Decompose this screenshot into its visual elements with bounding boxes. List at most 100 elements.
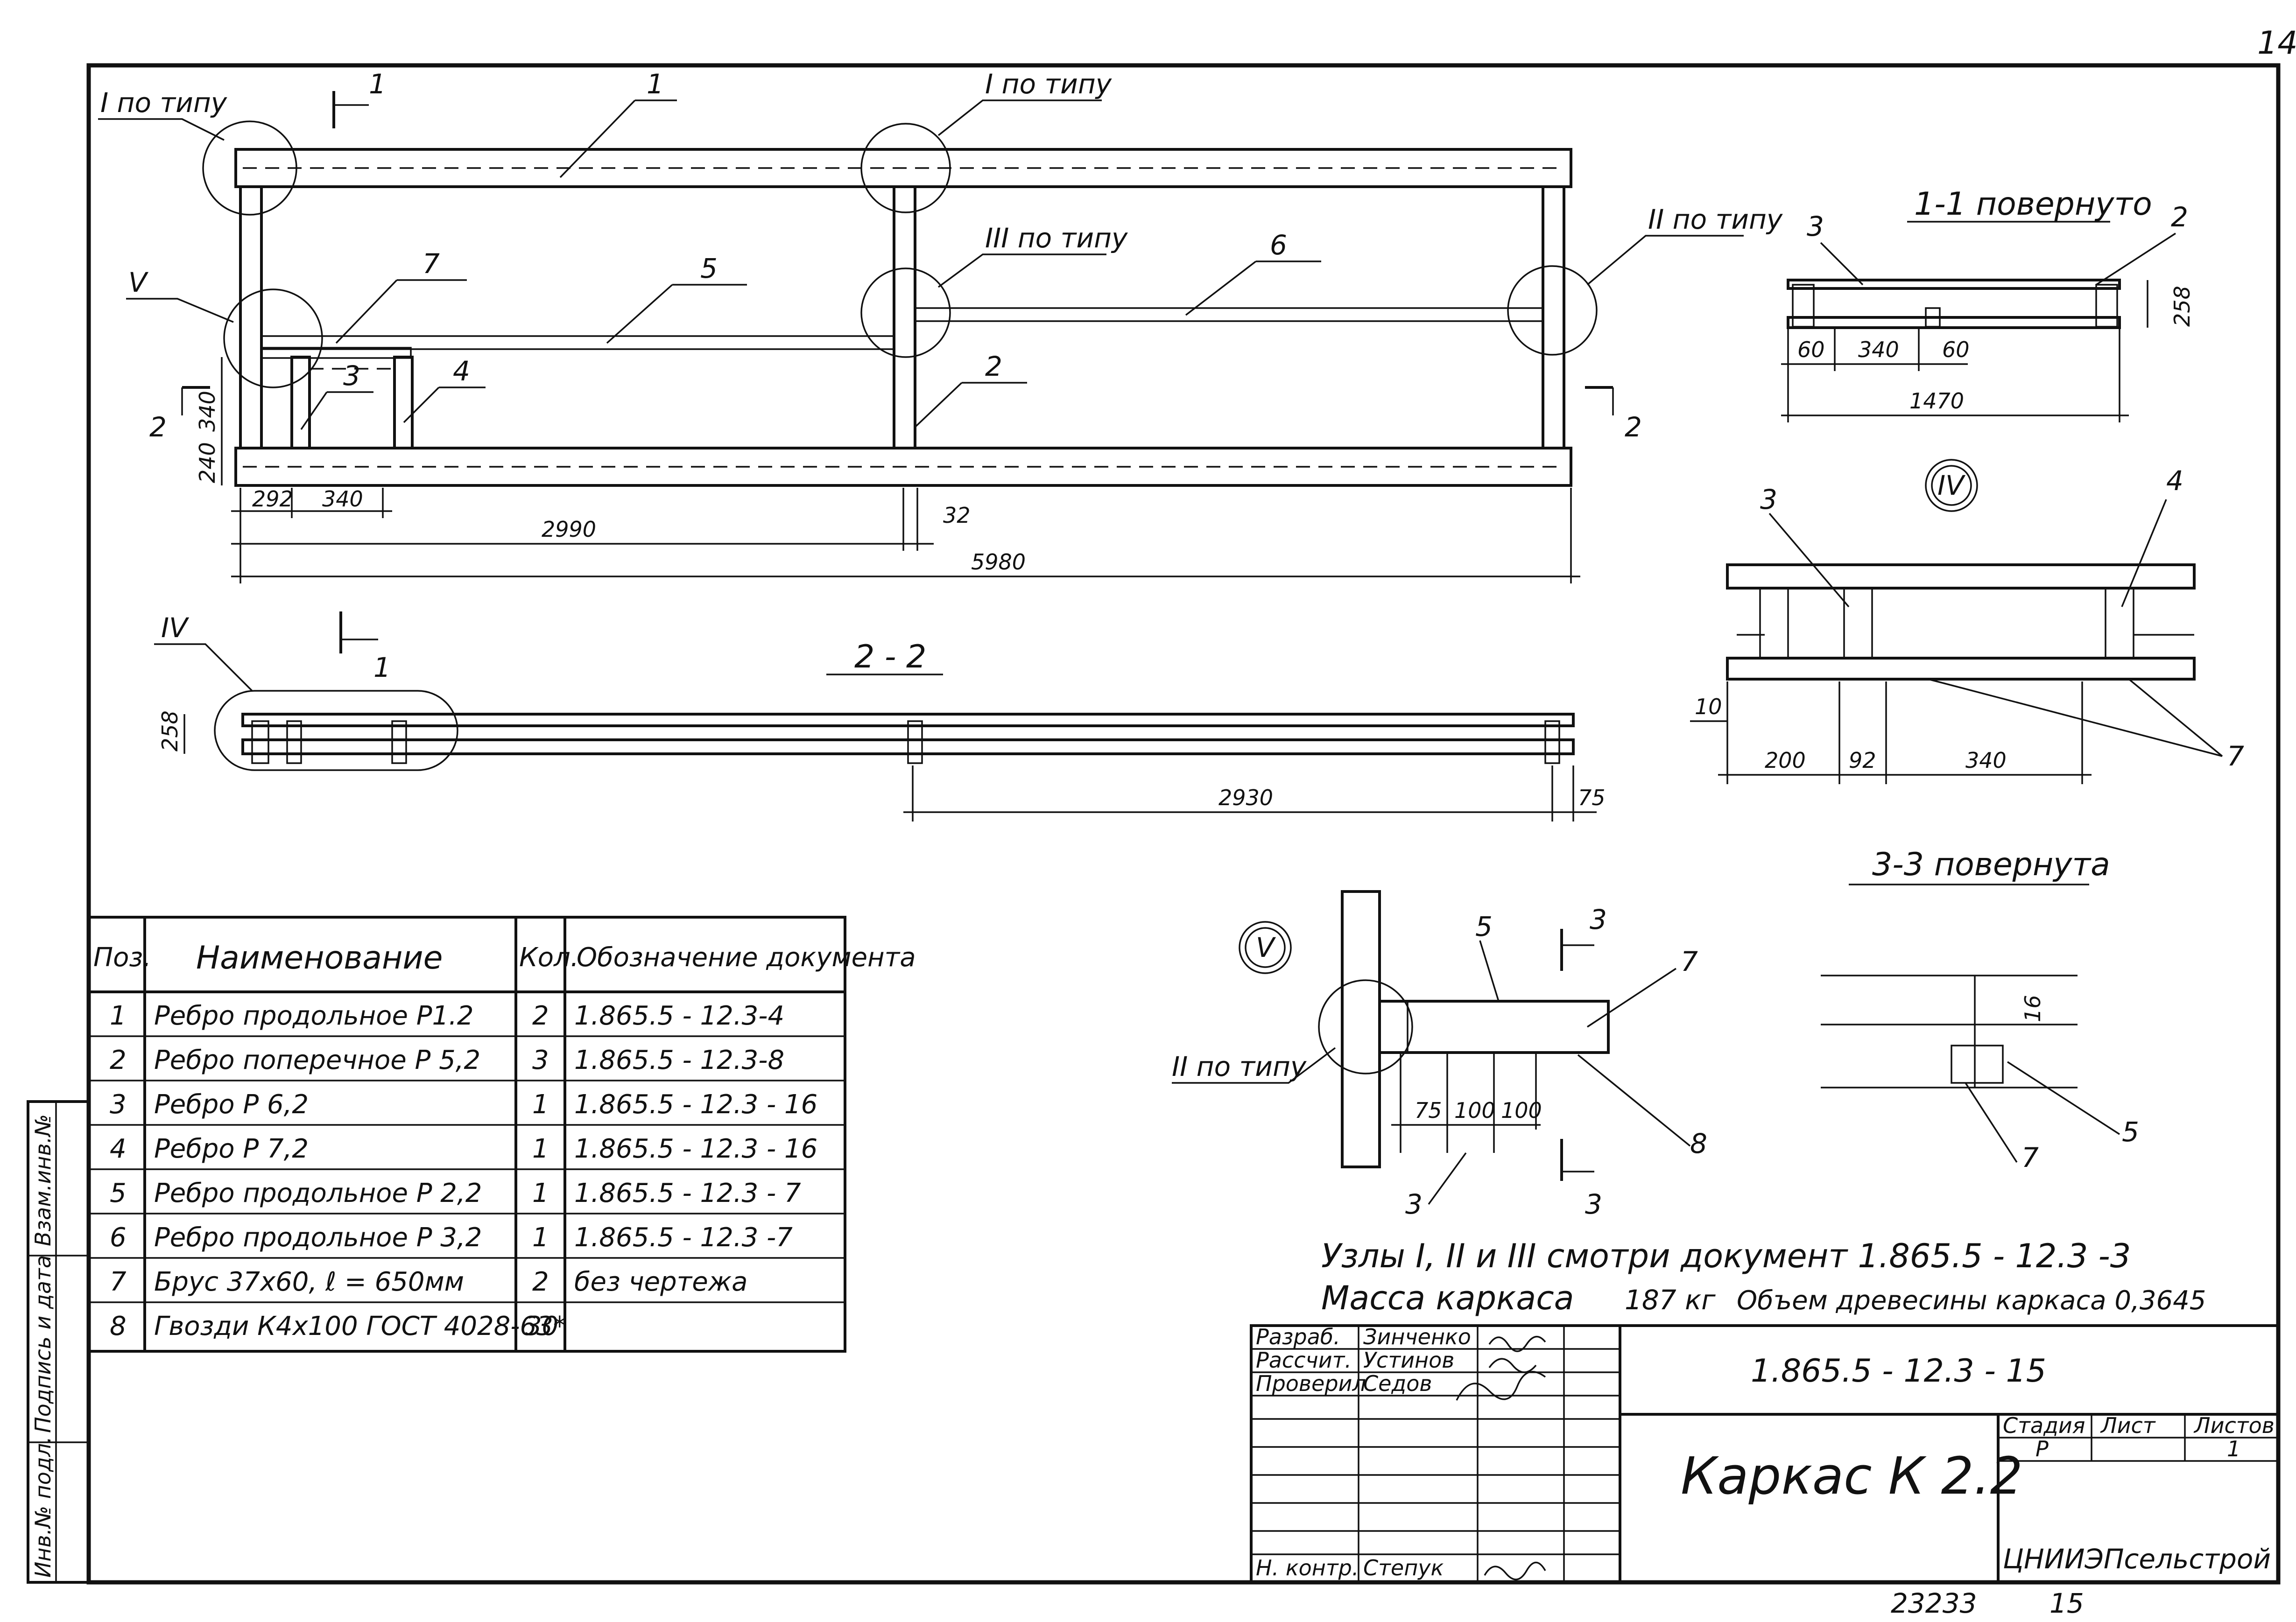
dim-5980: 5980 bbox=[971, 549, 1026, 575]
spec-row-4-name: Ребро Р 7,2 bbox=[154, 1134, 309, 1164]
section-3-3-leader-7 bbox=[1965, 1082, 2018, 1163]
spec-row-2-name: Ребро поперечное Р 5,2 bbox=[154, 1045, 480, 1075]
spec-row-8-qty: 30 bbox=[525, 1311, 558, 1341]
leader-callout-4 bbox=[1586, 235, 1744, 286]
spec-row-1-doc: 1.865.5 - 12.3-4 bbox=[574, 1001, 784, 1031]
spec-row-8-pos: 8 bbox=[110, 1311, 127, 1341]
node-IV-rib-left bbox=[1759, 587, 1789, 659]
spec-row-6-doc: 1.865.5 - 12.3 -7 bbox=[574, 1222, 793, 1253]
dim-240-vertical: 240 bbox=[195, 442, 220, 483]
spec-row-2-doc: 1.865.5 - 12.3-8 bbox=[574, 1045, 784, 1075]
rib-4 bbox=[393, 356, 414, 449]
callout-3: III по типу bbox=[985, 222, 1128, 254]
tb-organization: ЦНИИЭПсельстрой bbox=[2003, 1543, 2271, 1575]
section-2-2-rib-middle bbox=[907, 720, 923, 764]
node-V-callout: II по типу bbox=[1172, 1051, 1307, 1082]
section-3-3-pos-7: 7 bbox=[2021, 1142, 2039, 1173]
section-3-3-leader-5 bbox=[2007, 1061, 2120, 1135]
tb-drawing-name: Каркас К 2.2 bbox=[1681, 1446, 2023, 1506]
node-IV-bottom-board bbox=[1726, 657, 2196, 681]
tb-sheets-label: Листов bbox=[2193, 1413, 2275, 1438]
node-IV-top-board bbox=[1726, 563, 2196, 590]
tb-name-2: Устинов bbox=[1363, 1348, 1454, 1373]
spec-row-4-pos: 4 bbox=[110, 1134, 127, 1164]
leader-pos-2 bbox=[914, 382, 963, 428]
section-2-2-mark-label: 1 bbox=[373, 652, 391, 683]
title-block: Разраб. Рассчит. Проверил Зинченко Устин… bbox=[1250, 1324, 2280, 1584]
bottom-code-2: 15 bbox=[2049, 1587, 2084, 1619]
callout-4: II по типу bbox=[1648, 204, 1783, 235]
node-V-mark-top-label: 3 bbox=[1590, 904, 1607, 935]
section-2-2: 2 - 2 IV 1 258 2930 75 bbox=[154, 611, 1606, 822]
note-line-2-c: Объем древесины каркаса 0,3645 bbox=[1737, 1285, 2206, 1316]
title-block-frame bbox=[1250, 1324, 2280, 1584]
section-1-1-dim-60b: 60 bbox=[1942, 337, 1970, 362]
leader-pos-4 bbox=[403, 386, 440, 423]
tb-stage-label: Стадия bbox=[2003, 1413, 2085, 1438]
signature-4 bbox=[1484, 1561, 1546, 1580]
node-V: V 75 100 100 II по типу 5 7 8 3 3 3 bbox=[1172, 890, 1707, 1220]
node-circle-1 bbox=[202, 120, 297, 216]
section-3-3-hatched-block bbox=[1951, 1045, 2004, 1084]
node-V-detail-circle bbox=[1318, 979, 1413, 1074]
spec-row-7-qty: 2 bbox=[532, 1267, 549, 1297]
section-1-1: 1-1 повернуто 3 2 258 60 340 60 1470 bbox=[1781, 186, 2195, 422]
leader-pos-6 bbox=[1185, 260, 1257, 316]
node-V-outer-circle bbox=[1239, 921, 1292, 974]
node-V-leader-callout bbox=[1172, 1047, 1336, 1084]
node-IV-dim-92: 92 bbox=[1849, 748, 1876, 773]
pos-5-label: 5 bbox=[700, 253, 718, 284]
spec-row-3-pos: 3 bbox=[110, 1089, 127, 1120]
section-1-1-dim-60a: 60 bbox=[1797, 337, 1825, 362]
node-V-post bbox=[1341, 890, 1381, 1168]
tb-role-2: Рассчит. bbox=[1256, 1348, 1352, 1373]
dim-2990: 2990 bbox=[542, 517, 596, 542]
leader-callout-2 bbox=[937, 99, 1102, 136]
section-1-1-leader-2 bbox=[2096, 232, 2176, 286]
side-stamp-cell-2: Подпись и дата bbox=[30, 1255, 56, 1433]
side-stamp: Взам.инв.№ Подпись и дата Инв.№ подл. bbox=[27, 1100, 90, 1584]
section-1-1-pos-3: 3 bbox=[1807, 211, 1824, 242]
node-IV-leader-7b bbox=[1928, 678, 2223, 757]
dim-32: 32 bbox=[943, 503, 971, 528]
node-V-beam bbox=[1378, 1000, 1610, 1054]
pos-4-label: 4 bbox=[453, 355, 470, 387]
pos-7-label: 7 bbox=[423, 248, 440, 280]
side-stamp-cell-1: Взам.инв.№ bbox=[30, 1114, 56, 1246]
node-V-dim-75: 75 bbox=[1415, 1098, 1442, 1123]
dim-2930: 2930 bbox=[1218, 785, 1273, 810]
node-IV-pos-4: 4 bbox=[2166, 465, 2183, 497]
node-IV-label: IV bbox=[1937, 470, 1966, 501]
leader-pos-7 bbox=[335, 279, 398, 344]
tb-nkontr-name: Степук bbox=[1363, 1555, 1444, 1580]
node-V-pos-8: 8 bbox=[1690, 1128, 1707, 1159]
node-V-pos-3: 3 bbox=[1405, 1188, 1423, 1220]
spec-row-3-doc: 1.865.5 - 12.3 - 16 bbox=[574, 1089, 817, 1120]
node-IV: IV 3 4 7 10 200 92 340 bbox=[1690, 459, 2244, 784]
rib-6 bbox=[914, 307, 1544, 322]
node-V-dim-100a: 100 bbox=[1454, 1098, 1495, 1123]
leader-callout-5 bbox=[126, 298, 234, 323]
node-circle-4 bbox=[1507, 265, 1598, 356]
leader-callout-3 bbox=[937, 253, 1106, 288]
dim-340-vertical: 340 bbox=[195, 391, 220, 432]
section-mark-2-left-label: 2 bbox=[149, 411, 167, 443]
note-line-2-a: Масса каркаса bbox=[1321, 1279, 1574, 1317]
tb-sheets-value: 1 bbox=[2227, 1436, 2240, 1461]
node-IV-outer-circle bbox=[1925, 459, 1978, 512]
node-V-leader-8 bbox=[1577, 1054, 1691, 1147]
page-number: 14 bbox=[2257, 25, 2296, 62]
section-2-2-rib-right bbox=[1544, 720, 1560, 764]
tb-role-1: Разраб. bbox=[1256, 1324, 1340, 1349]
node-V-label: V bbox=[1256, 932, 1276, 963]
node-V-inner-circle bbox=[1245, 927, 1286, 968]
spec-row-2-qty: 3 bbox=[532, 1045, 549, 1075]
node-IV-pos-3: 3 bbox=[1760, 484, 1777, 515]
node-V-leader-5 bbox=[1479, 940, 1500, 1002]
node-V-block bbox=[1379, 1000, 1409, 1053]
dim-75: 75 bbox=[1578, 785, 1606, 810]
node-IV-leader-3 bbox=[1768, 513, 1850, 608]
node-circle-5 bbox=[223, 288, 323, 388]
rib-left bbox=[239, 185, 263, 449]
leader-callout-1 bbox=[98, 118, 225, 141]
